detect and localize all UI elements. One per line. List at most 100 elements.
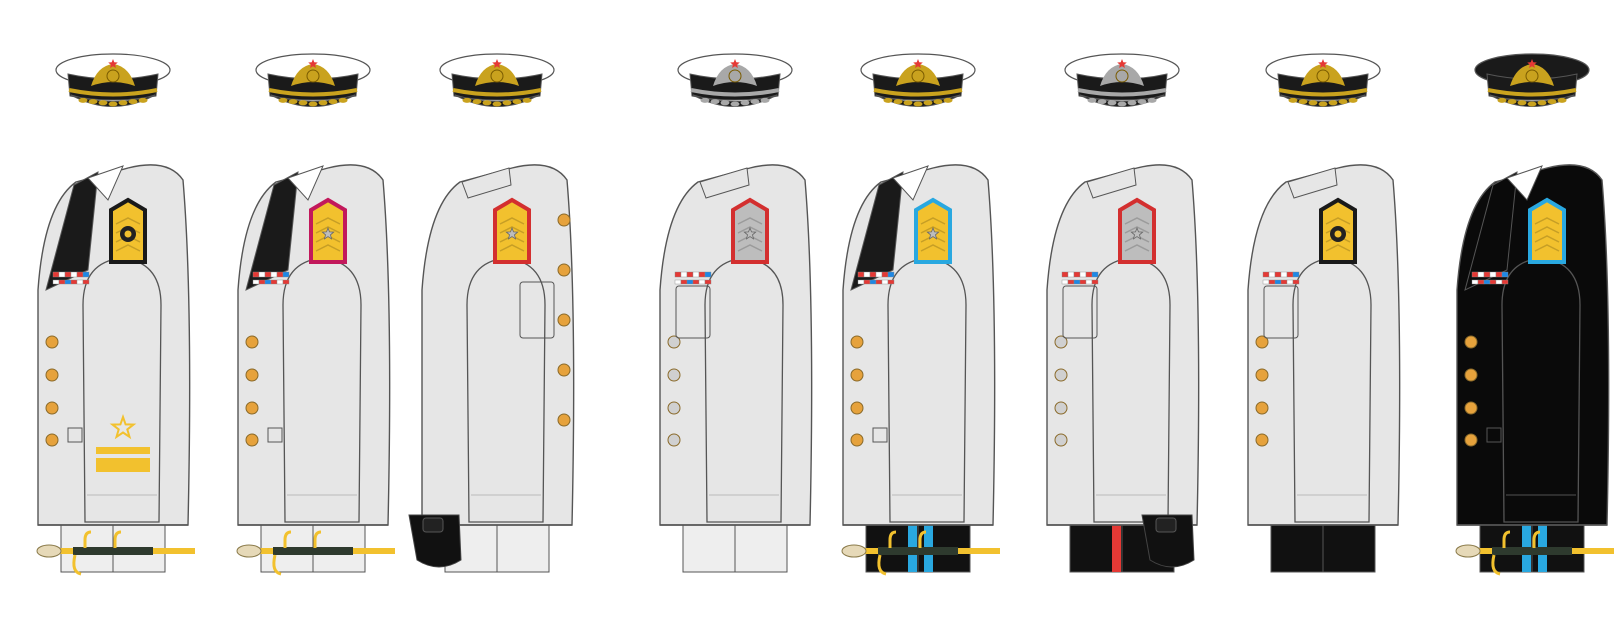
visor-leaf-icon: [1147, 97, 1157, 103]
ribbon-bar: [686, 279, 694, 285]
ribbon-bar: [264, 279, 272, 285]
jacket-button: [1464, 433, 1478, 447]
peaked-cap: [1265, 53, 1381, 107]
jacket-button: [45, 335, 59, 349]
visor-leaf-icon: [933, 99, 943, 105]
star-icon: [743, 226, 757, 240]
dirk-hilt: [1455, 544, 1481, 558]
standing-collar: [461, 167, 512, 199]
dirk-hanger: [888, 530, 897, 548]
chest-pocket: [1263, 285, 1299, 339]
ribbon-bar: [1274, 271, 1282, 278]
visor-leaf-icon: [88, 99, 98, 105]
cockade-anchor-icon: [1316, 69, 1330, 83]
hip-pocket-flap: [67, 427, 83, 443]
board-weave: [737, 244, 763, 252]
jacket-button: [245, 401, 259, 415]
board-weave: [499, 217, 525, 225]
peaked-cap: [1474, 53, 1590, 107]
cockade-star-icon: [1318, 59, 1328, 68]
dirk-belt: [73, 547, 153, 555]
visor-leaf-icon: [328, 99, 338, 105]
jacket: [421, 164, 575, 526]
visor-leaf-icon: [118, 100, 128, 106]
shirt-collar: [1506, 165, 1543, 201]
ribbon-bar: [1483, 279, 1491, 285]
ribbon-bar: [1268, 279, 1276, 285]
ribbon-bar: [698, 279, 706, 285]
visor-leaf-icon: [482, 100, 492, 106]
board-weave: [1124, 244, 1150, 252]
ribbon-bar: [1471, 279, 1479, 285]
uniform-figure: [408, 53, 575, 573]
jacket-button: [850, 368, 864, 382]
ribbon-bar: [857, 271, 865, 278]
board-weave: [1325, 244, 1351, 252]
visor-leaf-icon: [288, 99, 298, 105]
dirk-hanger: [113, 530, 122, 548]
board-weave: [1124, 217, 1150, 225]
board-weave: [315, 244, 341, 252]
visor-leaf-icon: [913, 101, 923, 107]
cockade-anchor-icon: [306, 69, 320, 83]
dirk: [36, 530, 195, 576]
visor-leaf-icon: [472, 99, 482, 105]
visor-leaf-icon: [1507, 99, 1517, 105]
jacket-button: [667, 335, 681, 349]
cockade-star-icon: [1527, 59, 1537, 68]
jacket-button: [667, 401, 681, 415]
visor-leaf-icon: [298, 100, 308, 106]
ribbon-bar: [76, 279, 84, 285]
cockade-star-icon: [1117, 59, 1127, 68]
jacket-button: [667, 368, 681, 382]
jacket-sleeve: [704, 257, 784, 523]
peaked-cap: [439, 53, 555, 107]
jacket-button: [1054, 335, 1068, 349]
cockade-anchor-icon: [728, 69, 742, 83]
jacket-button: [850, 433, 864, 447]
jacket-lapel: [245, 171, 299, 291]
jacket-button: [1255, 433, 1269, 447]
dirk-hanger: [1502, 530, 1511, 548]
cockade-anchor-icon: [911, 69, 925, 83]
visor-leaf-icon: [883, 97, 893, 103]
visor-leaf-icon: [760, 97, 770, 103]
ribbon-bar: [875, 271, 883, 278]
jacket-sleeve: [887, 257, 967, 523]
jacket: [659, 164, 813, 526]
ribbon-bar: [64, 279, 72, 285]
ribbon-bar: [875, 279, 883, 285]
visor-leaf-icon: [1137, 99, 1147, 105]
standing-collar: [1287, 167, 1338, 199]
ribbon-bar: [1262, 271, 1270, 278]
dirk-belt: [273, 547, 353, 555]
dirk-hilt: [841, 544, 867, 558]
dirk-guard: [72, 554, 82, 576]
visor-leaf-icon: [98, 100, 108, 106]
cap-chinstrap: [1487, 88, 1577, 97]
cap-chinstrap: [1278, 88, 1368, 97]
ribbon-bar: [1495, 279, 1503, 285]
board-weave: [920, 217, 946, 225]
ribbon-bar: [82, 271, 90, 278]
jacket: [37, 164, 191, 526]
ribbon-bar: [52, 271, 60, 278]
ribbon-bar: [869, 271, 877, 278]
standing-collar: [1086, 167, 1137, 199]
jacket-sleeve: [82, 257, 162, 523]
cockade-star-icon: [108, 59, 118, 68]
dirk-hanger: [313, 530, 322, 548]
uniform-figure: [1455, 53, 1614, 576]
ribbon-bar: [1091, 271, 1099, 278]
jacket-button: [850, 335, 864, 349]
jacket-lapel: [850, 171, 904, 291]
visor-leaf-icon: [1298, 99, 1308, 105]
ribbon-bar: [282, 279, 290, 285]
jacket-button: [1464, 335, 1478, 349]
visor-leaf-icon: [1097, 99, 1107, 105]
chest-pocket: [519, 281, 555, 339]
ribbon-bar: [276, 279, 284, 285]
cap-chinstrap: [690, 88, 780, 97]
jacket-button: [1054, 401, 1068, 415]
board-weave: [1534, 235, 1560, 243]
